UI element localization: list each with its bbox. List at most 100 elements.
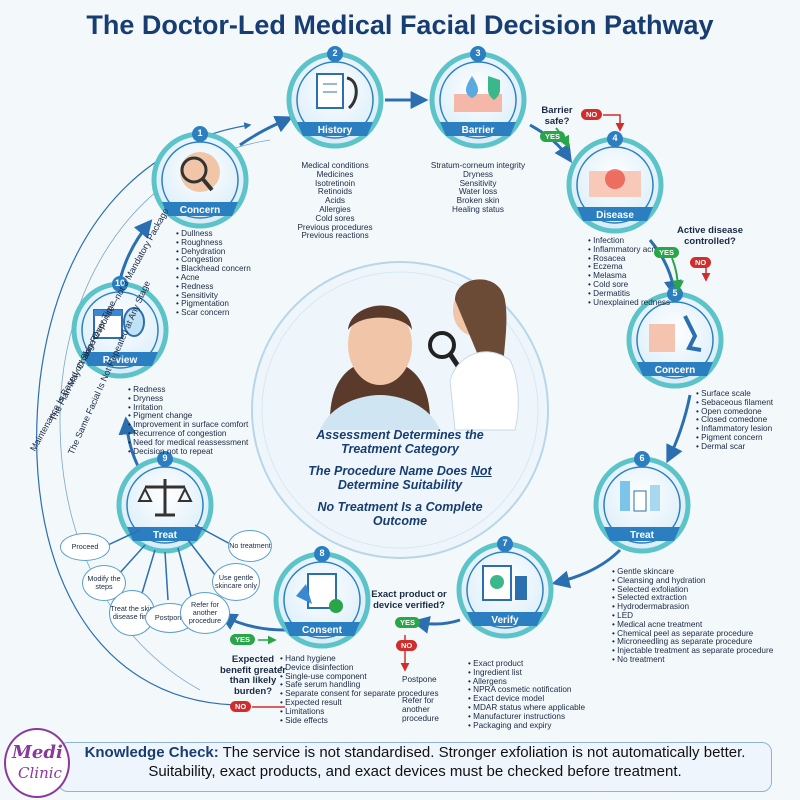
center-circle-inner [261, 271, 539, 549]
list-item: Unexplained redness [588, 298, 698, 308]
node-7[interactable] [456, 536, 554, 639]
list-item: Isotretinoin [314, 178, 356, 188]
treat-option-gentle-skincare: Use gentle skincare only [212, 563, 260, 601]
list-item: Dullness [176, 229, 276, 239]
treat-spokes [107, 524, 233, 601]
node-2-number: 2 [332, 48, 338, 58]
list-item: Redness [128, 385, 258, 395]
knowledge-check-line2: Suitability, exact products, and exact d… [148, 763, 682, 780]
doctor-patient-illustration [320, 279, 519, 431]
list-item: Improvement in surface comfort [128, 420, 258, 430]
node-8-label: Consent [302, 625, 342, 636]
list-item: Dehydration [176, 247, 276, 257]
barrier-no-arrow [603, 114, 625, 132]
list-item: Medicines [316, 169, 354, 179]
list-item: Packaging and expiry [468, 721, 598, 731]
node-3[interactable] [429, 46, 527, 149]
node-1-label: Concern [179, 205, 221, 216]
node-3-number: 3 [475, 48, 481, 58]
disease-yes-badge: YES [654, 247, 680, 258]
node-6-number: 6 [639, 453, 645, 463]
verify-no-badge: NO [396, 640, 418, 651]
node-4[interactable] [566, 131, 664, 234]
list-item: Scar concern [176, 308, 276, 318]
node-6-list: Gentle skincareCleansing and hydrationSe… [612, 567, 800, 665]
list-item: Exact device model [468, 694, 598, 704]
list-item: Cold sores [315, 213, 355, 223]
list-item: Allergies [319, 204, 351, 214]
list-item: Congestion [176, 256, 276, 265]
logo-text-1: Medi [12, 742, 63, 763]
list-item: Ingredient list [468, 668, 598, 678]
center-messages: Assessment Determines the Treatment Cate… [300, 428, 500, 536]
center-message-assessment: Assessment Determines the Treatment Cate… [316, 428, 484, 456]
disease-question: Active disease controlled? [676, 225, 743, 247]
list-item: Pigment change [128, 412, 258, 421]
node-2-label: History [317, 125, 353, 136]
list-item: Allergens [468, 677, 598, 687]
center-message-procedure: The Procedure Name Does Not Determine Su… [308, 464, 492, 492]
list-item: Selected extraction [612, 594, 800, 603]
list-item: Device disinfection [280, 663, 450, 673]
list-item: Dryness [462, 169, 494, 179]
list-item: Decision not to repeat [128, 447, 258, 457]
list-item: Hand hygiene [280, 654, 450, 664]
node-5-label: Concern [654, 365, 696, 376]
list-item: Need for medical reassessment [128, 438, 258, 448]
node-8[interactable] [273, 546, 371, 649]
list-item: Cold sore [588, 280, 698, 290]
list-item: Inflammatory lesion [696, 424, 800, 434]
list-item: Water loss [458, 187, 498, 197]
page-title: The Doctor-Led Medical Facial Decision P… [86, 10, 714, 40]
list-item: Sensitivity [459, 178, 497, 188]
medi-clinic-logo: Medi Clinic [4, 728, 70, 798]
node-6[interactable] [593, 451, 691, 554]
list-item: Cleansing and hydration [612, 576, 800, 586]
list-item: Gentle skincare [612, 567, 800, 577]
list-item: Limitations [280, 707, 450, 717]
list-item: Melasma [588, 271, 698, 281]
list-item: Single-use component [280, 672, 450, 682]
list-item: Redness [176, 282, 276, 292]
list-item: Surface scale [696, 389, 800, 399]
verify-no-postpone: Postpone [402, 675, 437, 684]
node-9-number: 9 [162, 453, 168, 463]
list-item: Manufacturer instructions [468, 712, 598, 722]
list-item: Dermal scar [696, 442, 800, 452]
verify-yes-badge: YES [395, 617, 421, 628]
list-item: Sebaceous filament [696, 398, 800, 408]
barrier-yes-badge: YES [540, 131, 566, 142]
list-item: Open comedone [696, 407, 800, 417]
node-1[interactable] [151, 126, 249, 229]
list-item: Irritation [128, 403, 258, 413]
list-item: Eczema [588, 263, 698, 272]
node-8-list: Hand hygieneDevice disinfectionSingle-us… [280, 654, 450, 725]
center-message-no-treatment: No Treatment Is a Complete Outcome [317, 500, 483, 528]
list-item: Healing status [452, 204, 504, 214]
list-item: Exact product [468, 659, 598, 669]
list-item: Roughness [176, 238, 276, 248]
node-7-number: 7 [502, 538, 508, 548]
treat-option-proceed: Proceed [60, 533, 110, 561]
barrier-question: Barrier safe? [541, 105, 573, 127]
list-item: Acids [324, 196, 346, 206]
node-1-number: 1 [197, 128, 203, 138]
treat-option-refer: Refer for another procedure [180, 592, 230, 634]
list-item: Inflammatory acne [588, 245, 698, 255]
list-item: Acne [176, 273, 276, 283]
node-2[interactable] [286, 46, 384, 149]
knowledge-check-label: Knowledge Check: [84, 744, 219, 761]
list-item: Previous reactions [301, 231, 369, 241]
node-4-list: InfectionInflammatory acneRosaceaEczemaM… [588, 236, 698, 308]
consent-yes-badge: YES [230, 634, 256, 645]
node-10[interactable] [71, 276, 169, 379]
list-item: Separate consent for separate procedures [280, 689, 450, 699]
list-item: Closed comedone [696, 416, 800, 425]
list-item: Selected exfoliation [612, 585, 800, 595]
list-item: Chemical peel as separate procedure [612, 629, 800, 639]
list-item: Dryness [128, 394, 258, 404]
list-item: Sensitivity [176, 291, 276, 301]
node-5-list: Surface scaleSebaceous filamentOpen come… [696, 389, 800, 452]
